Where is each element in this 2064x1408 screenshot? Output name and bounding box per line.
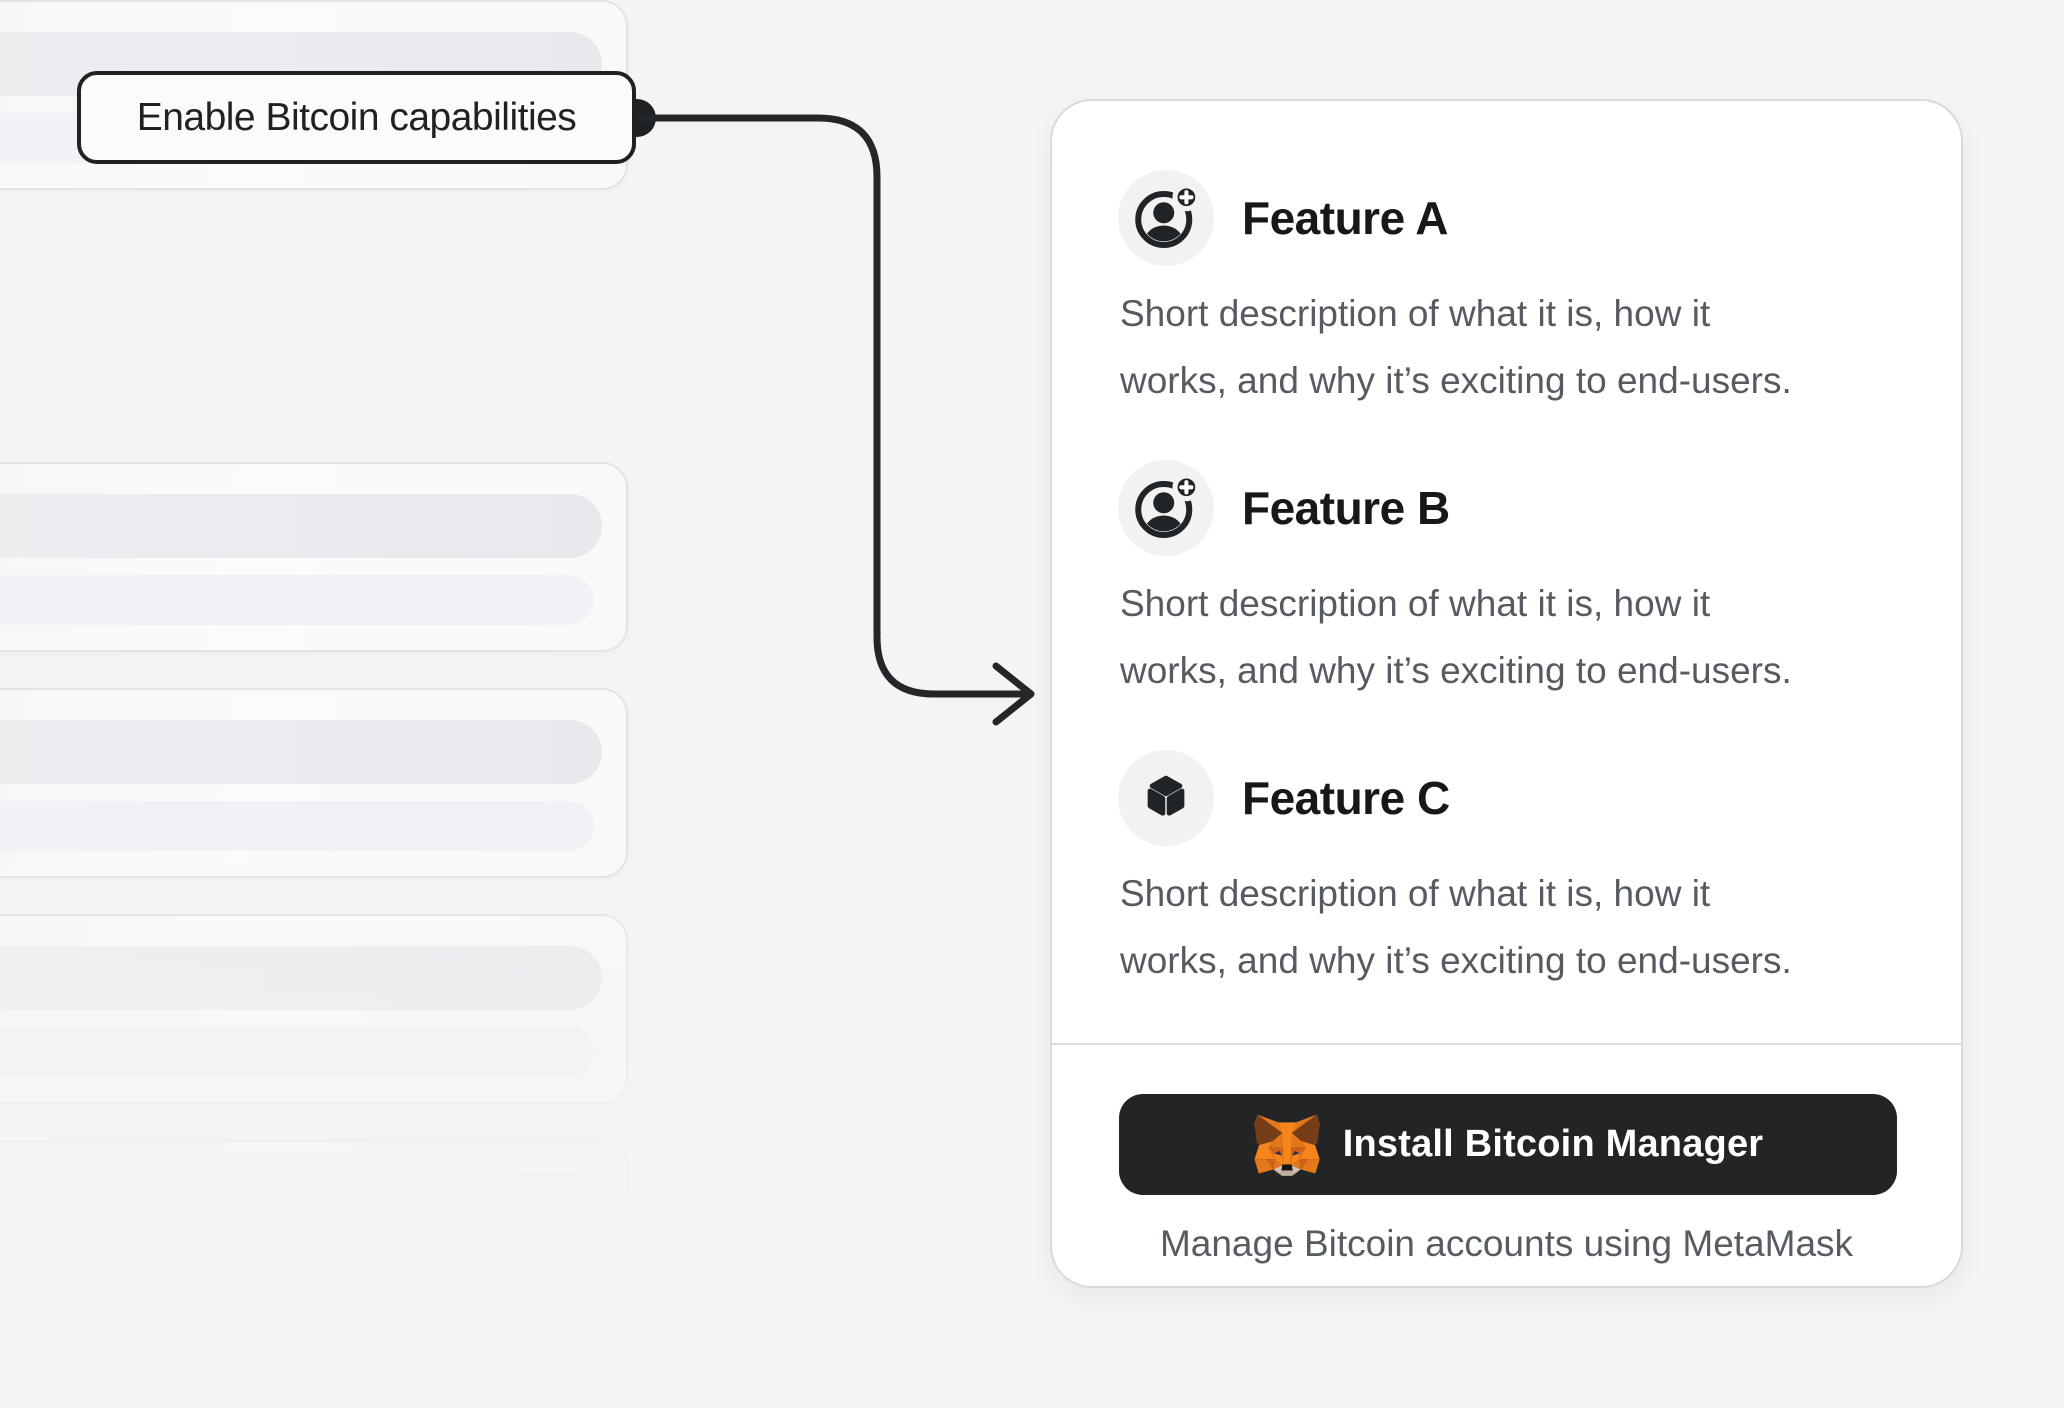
feature-title: Feature B xyxy=(1242,482,1450,534)
button-caption: Manage Bitcoin accounts using MetaMask xyxy=(1159,1223,1854,1264)
metamask-fox-icon xyxy=(1253,1114,1320,1176)
skeleton-bar xyxy=(0,720,602,784)
cube-icon xyxy=(1147,775,1185,816)
skeleton-bar xyxy=(0,494,602,558)
feature-row-c: Feature C xyxy=(1118,750,1895,846)
feature-description: Short description of what it is, how it … xyxy=(1120,583,1792,691)
callout-label: Enable Bitcoin capabilities xyxy=(77,71,636,164)
feature-row-b: Feature B xyxy=(1118,460,1895,556)
feature-description: Short description of what it is, how it … xyxy=(1120,873,1792,981)
bitcoin-features-card: Feature A Short description of what it i… xyxy=(1050,99,1963,1288)
skeleton-bar xyxy=(0,946,602,1010)
skeleton-card xyxy=(0,688,628,878)
user-add-icon xyxy=(1135,473,1201,538)
skeleton-card xyxy=(0,462,628,652)
skeleton-card xyxy=(0,914,628,1104)
install-bitcoin-manager-button[interactable]: Install Bitcoin Manager xyxy=(1119,1094,1897,1195)
skeleton-bar xyxy=(0,801,594,851)
feature-row-a: Feature A xyxy=(1118,170,1895,266)
install-button-label: Install Bitcoin Manager xyxy=(1342,1123,1764,1165)
skeleton-bar xyxy=(0,1027,594,1077)
feature-a-icon-circle xyxy=(1118,170,1214,266)
skeleton-bar xyxy=(0,575,594,625)
feature-title: Feature A xyxy=(1242,192,1448,244)
divider xyxy=(1052,1043,1961,1045)
feature-c-icon-circle xyxy=(1118,750,1214,846)
arrowhead-icon xyxy=(992,662,1035,726)
skeleton-bar xyxy=(0,1172,602,1236)
user-add-icon xyxy=(1135,183,1201,248)
skeleton-bar xyxy=(0,1253,594,1303)
skeleton-card xyxy=(0,1140,628,1330)
feature-description: Short description of what it is, how it … xyxy=(1120,293,1792,401)
feature-title: Feature C xyxy=(1242,772,1450,824)
feature-b-icon-circle xyxy=(1118,460,1214,556)
